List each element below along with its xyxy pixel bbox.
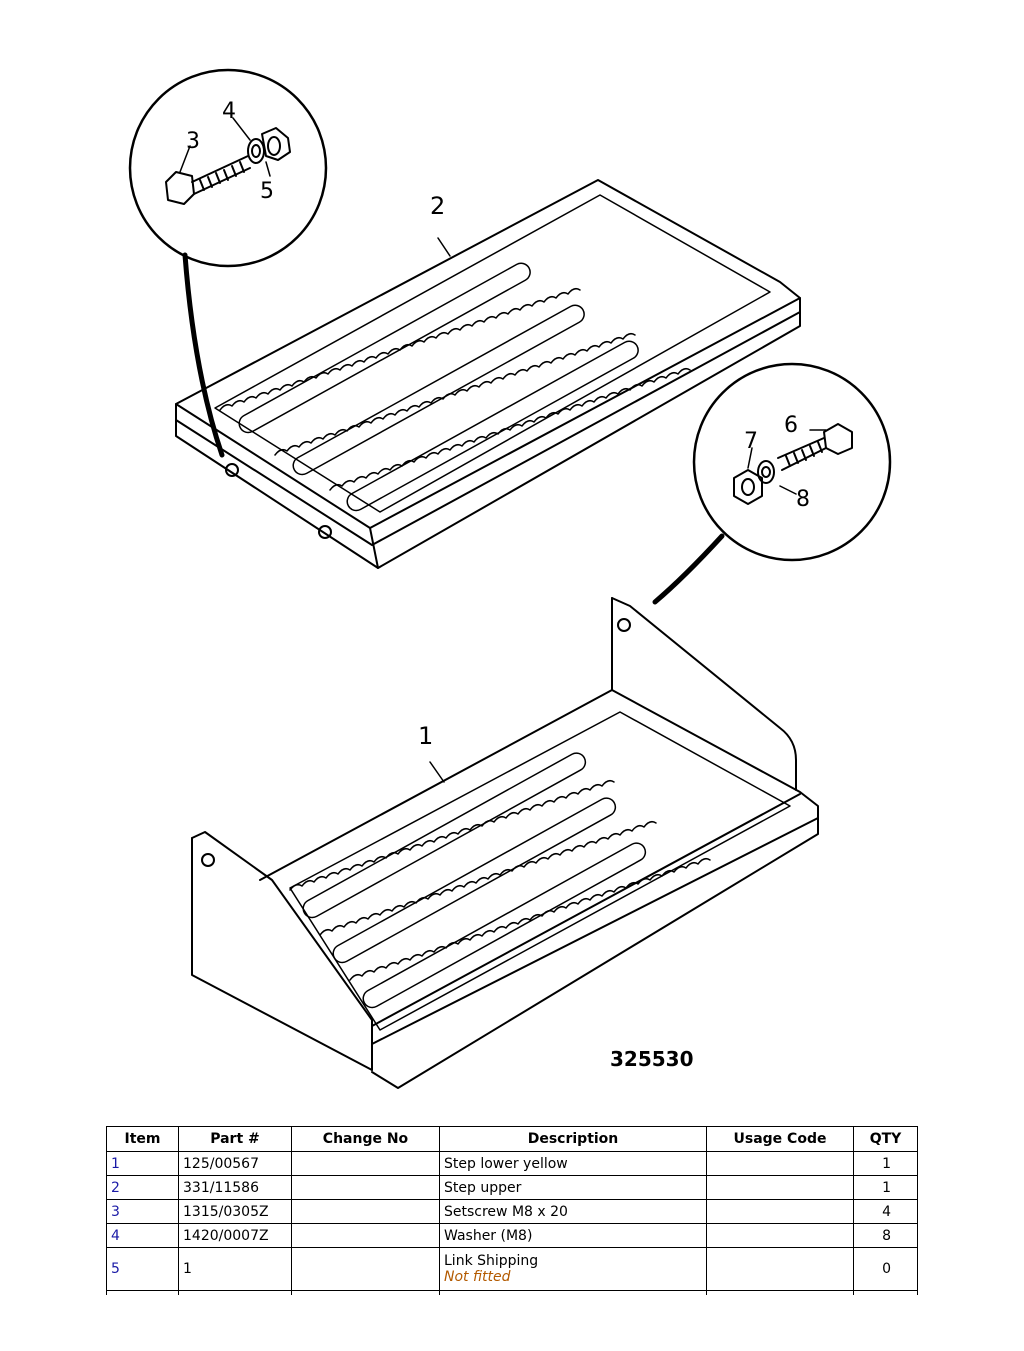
part-number: 1 (178, 1247, 292, 1291)
change-no (291, 1223, 440, 1248)
quantity: 1 (853, 1151, 918, 1176)
detail-circle-upper (128, 68, 328, 458)
header-change-no: Change No (291, 1126, 440, 1152)
description: Setscrew M8 x 20 (439, 1199, 707, 1224)
usage-code (706, 1247, 854, 1291)
table-row: 1 125/00567 Step lower yellow 1 (106, 1151, 918, 1176)
change-no (291, 1175, 440, 1200)
callout-8: 8 (796, 487, 810, 512)
table-row: 5 1 Link Shipping Not fitted 0 (106, 1247, 918, 1291)
item-number-link[interactable]: 5 (106, 1247, 179, 1291)
item-number-link[interactable]: 2 (106, 1175, 179, 1200)
upper-step-drawing (175, 179, 801, 569)
callout-3: 3 (186, 129, 200, 154)
callout-6: 6 (784, 413, 798, 438)
callout-7: 7 (744, 429, 758, 454)
lower-step-drawing (191, 597, 819, 1089)
change-no (291, 1247, 440, 1291)
change-no (291, 1151, 440, 1176)
callout-5: 5 (260, 179, 274, 204)
header-qty: QTY (853, 1126, 918, 1152)
part-number: 1315/0305Z (178, 1199, 292, 1224)
table-header-row: Item Part # Change No Description Usage … (106, 1126, 918, 1152)
part-number: 1420/0007Z (178, 1223, 292, 1248)
table-row: 4 1420/0007Z Washer (M8) 8 (106, 1223, 918, 1248)
item-number-link[interactable]: 4 (106, 1223, 179, 1248)
usage-code (706, 1199, 854, 1224)
parts-list-table: Item Part # Change No Description Usage … (106, 1126, 918, 1295)
callout-4: 4 (222, 99, 236, 124)
header-description: Description (439, 1126, 707, 1152)
header-part-number: Part # (178, 1126, 292, 1152)
quantity: 8 (853, 1223, 918, 1248)
change-no (291, 1199, 440, 1224)
table-row: 3 1315/0305Z Setscrew M8 x 20 4 (106, 1199, 918, 1224)
table-row: 2 331/11586 Step upper 1 (106, 1175, 918, 1200)
table-continuation-row (106, 1290, 918, 1295)
figure-number: 325530 (610, 1047, 694, 1071)
description: Step upper (439, 1175, 707, 1200)
usage-code (706, 1223, 854, 1248)
usage-code (706, 1175, 854, 1200)
callout-2: 2 (430, 192, 445, 220)
quantity: 0 (853, 1247, 918, 1291)
quantity: 4 (853, 1199, 918, 1224)
description: Step lower yellow (439, 1151, 707, 1176)
fitment-note: Not fitted (444, 1269, 511, 1285)
exploded-parts-diagram: 3 4 5 2 6 7 8 (128, 68, 892, 1089)
quantity: 1 (853, 1175, 918, 1200)
header-usage-code: Usage Code (706, 1126, 854, 1152)
detail-circle-lower (652, 362, 892, 605)
description: Washer (M8) (439, 1223, 707, 1248)
usage-code (706, 1151, 854, 1176)
callout-1: 1 (418, 722, 433, 750)
description-cell: Link Shipping Not fitted (439, 1247, 707, 1291)
part-number: 331/11586 (178, 1175, 292, 1200)
item-number-link[interactable]: 1 (106, 1151, 179, 1176)
description: Link Shipping (444, 1253, 539, 1269)
header-item: Item (106, 1126, 179, 1152)
part-number: 125/00567 (178, 1151, 292, 1176)
item-number-link[interactable]: 3 (106, 1199, 179, 1224)
